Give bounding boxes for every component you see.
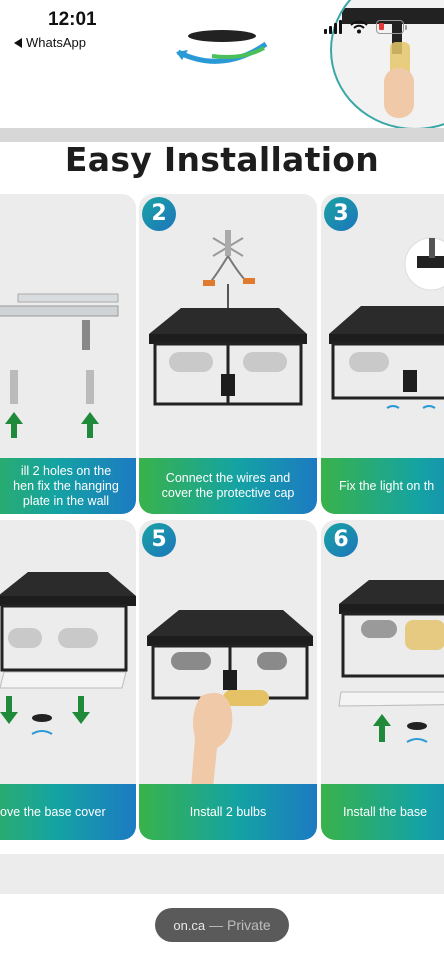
system-icons: [324, 20, 407, 34]
back-arrow-icon: [14, 37, 22, 48]
installation-section: Easy Installation ill 2 holes on the hen…: [0, 142, 444, 854]
battery-icon: [376, 20, 407, 34]
step-caption: ill 2 holes on the hen fix the hanging p…: [0, 458, 136, 514]
step-caption: Connect the wires and cover the protecti…: [139, 458, 317, 514]
status-time: 12:01: [48, 9, 97, 30]
address-bar-pill[interactable]: on.ca — Private: [155, 908, 289, 942]
install-bulbs-illustration: [147, 610, 313, 788]
step-card: ill 2 holes on the hen fix the hanging p…: [0, 194, 136, 514]
private-mode-label: — Private: [209, 917, 271, 933]
url-text: on.ca: [173, 917, 206, 933]
step-caption: Install the base: [321, 784, 444, 840]
step-caption: Install 2 bulbs: [139, 784, 317, 840]
remove-base-illustration: [0, 572, 136, 735]
wifi-icon: [350, 20, 368, 34]
battery-level: [379, 23, 384, 30]
wiring-illustration: [149, 230, 307, 406]
step-card: 6 Install the base: [321, 520, 444, 840]
step-number-badge: 3: [324, 197, 358, 231]
step-caption: ove the base cover: [0, 784, 136, 840]
back-app-label: WhatsApp: [26, 35, 86, 50]
step-card: ove the base cover: [0, 520, 136, 840]
step-card: 5 Install 2 bulbs: [139, 520, 317, 840]
step-number-badge: 6: [324, 523, 358, 557]
step-caption: Fix the light on th: [321, 458, 444, 514]
next-section-peek: [0, 854, 444, 894]
step-card: 3 Fix the light on th: [321, 194, 444, 514]
install-base-illustration: [338, 580, 444, 743]
step-card: 2 Connect the wires and cover the protec…: [139, 194, 317, 514]
fix-light-illustration: [329, 237, 444, 409]
previous-image-section: [0, 0, 444, 130]
rotating-lamp-icon: [176, 30, 268, 64]
status-bar: 12:01 WhatsApp: [0, 0, 444, 60]
hanging-plate-illustration: [0, 293, 119, 438]
section-divider: [0, 128, 444, 142]
cellular-signal-icon: [324, 20, 342, 34]
section-title: Easy Installation: [64, 140, 380, 179]
step-number-badge: 2: [142, 197, 176, 231]
back-to-app-link[interactable]: WhatsApp: [14, 35, 86, 50]
step-number-badge: 5: [142, 523, 176, 557]
